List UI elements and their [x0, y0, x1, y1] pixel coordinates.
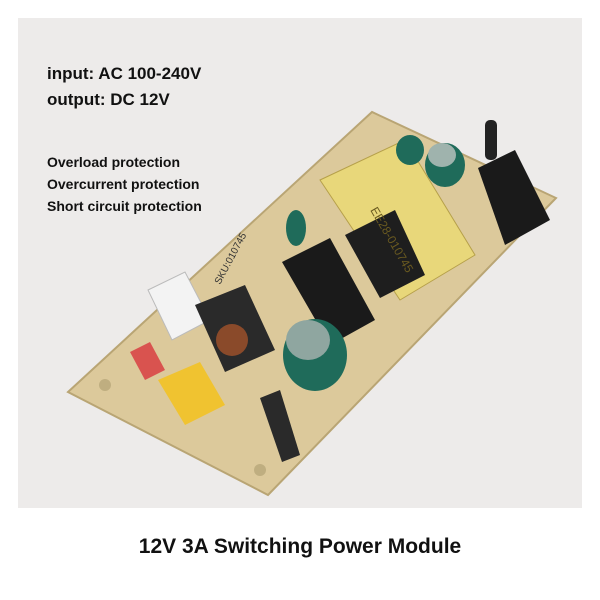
feature-overcurrent: Overcurrent protection [47, 176, 200, 192]
inductor [216, 324, 248, 356]
mounting-hole [254, 464, 266, 476]
mounting-hole [99, 379, 111, 391]
input-spec: input: AC 100-240V [47, 64, 202, 83]
heatsink-left [282, 238, 375, 345]
feature-short-circuit: Short circuit protection [47, 198, 202, 214]
heatsink-right [478, 150, 550, 245]
transformer-core [345, 210, 425, 298]
product-photo: EE28-010745 SKU:010745 [18, 18, 582, 508]
product-caption: 12V 3A Switching Power Module [138, 535, 462, 558]
feature-overload: Overload protection [47, 154, 181, 170]
capacitor [396, 135, 424, 165]
fuse [130, 342, 165, 380]
output-inductor [485, 120, 497, 160]
capacitor [286, 210, 306, 246]
thermistor [260, 390, 300, 462]
output-spec: output: DC 12V [47, 90, 170, 109]
x-capacitor [158, 362, 225, 425]
